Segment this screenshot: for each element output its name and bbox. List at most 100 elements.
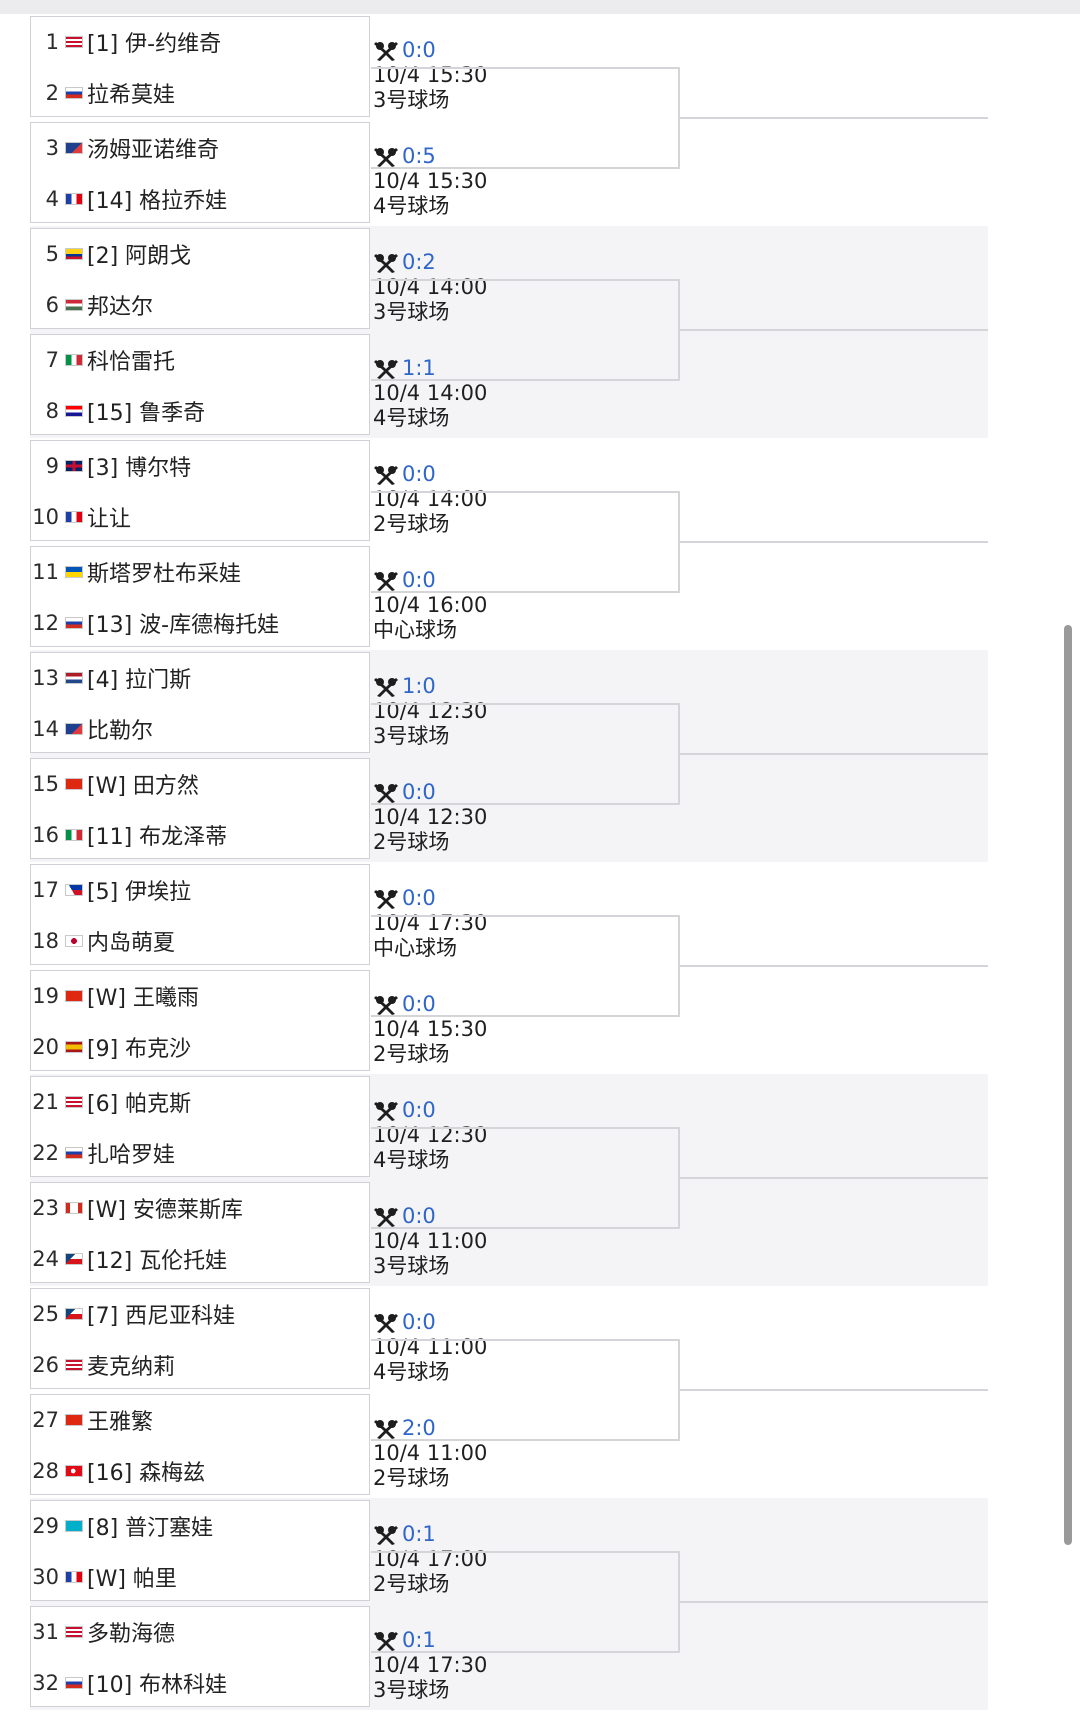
top-bar <box>0 0 1080 14</box>
bracket-connector <box>371 279 680 381</box>
player-row[interactable]: 12[13] 波-库德梅托娃 <box>31 598 371 648</box>
match-court: 中心球场 <box>373 618 457 642</box>
match-score[interactable]: 0:0 <box>373 992 673 1017</box>
score-value[interactable]: 0:0 <box>402 38 436 62</box>
match-court: 3号球场 <box>373 1678 450 1702</box>
player-row[interactable]: 32[10] 布林科娃 <box>31 1658 371 1708</box>
player-row[interactable]: 16[11] 布龙泽蒂 <box>31 810 371 860</box>
score-value[interactable]: 0:0 <box>402 1310 436 1334</box>
match-score[interactable]: 0:1 <box>373 1522 673 1547</box>
draw-position: 26 <box>32 1353 59 1377</box>
bracket-connector <box>371 67 680 169</box>
match-court: 2号球场 <box>373 1572 450 1596</box>
draw-position: 24 <box>32 1247 59 1271</box>
tennis-crossed-rackets-icon <box>373 464 399 486</box>
score-value[interactable]: 1:1 <box>402 356 436 380</box>
player-row[interactable]: 19[W] 王曦雨 <box>31 971 371 1021</box>
player-name: [13] 波-库德梅托娃 <box>87 613 280 638</box>
player-row[interactable]: 23[W] 安德莱斯库 <box>31 1183 371 1233</box>
player-row[interactable]: 1[1] 伊-约维奇 <box>31 17 371 67</box>
match-score[interactable]: 0:0 <box>373 1098 673 1123</box>
match-score[interactable]: 0:0 <box>373 886 673 911</box>
score-value[interactable]: 0:5 <box>402 144 436 168</box>
player-name: [1] 伊-约维奇 <box>87 32 222 57</box>
score-value[interactable]: 0:0 <box>402 1098 436 1122</box>
draw-position: 7 <box>45 348 59 372</box>
player-row[interactable]: 30[W] 帕里 <box>31 1552 371 1602</box>
match-score[interactable]: 0:0 <box>373 1204 673 1229</box>
score-value[interactable]: 0:1 <box>402 1522 436 1546</box>
match-score[interactable]: 0:5 <box>373 144 673 169</box>
match-score[interactable]: 0:0 <box>373 780 673 805</box>
player-row[interactable]: 9[3] 博尔特 <box>31 441 371 491</box>
player-row[interactable]: 5[2] 阿朗戈 <box>31 229 371 279</box>
player-row[interactable]: 21[6] 帕克斯 <box>31 1077 371 1127</box>
match-score[interactable]: 0:0 <box>373 38 673 63</box>
score-value[interactable]: 0:0 <box>402 886 436 910</box>
player-name: 斯塔罗杜布采娃 <box>87 562 242 587</box>
scrollbar-thumb[interactable] <box>1064 625 1072 1545</box>
score-value[interactable]: 0:1 <box>402 1628 436 1652</box>
player-row[interactable]: 24[12] 瓦伦托娃 <box>31 1234 371 1284</box>
match-score[interactable]: 0:0 <box>373 462 673 487</box>
score-value[interactable]: 0:0 <box>402 568 436 592</box>
match-court: 3号球场 <box>373 300 450 324</box>
player-row[interactable]: 29[8] 普汀塞娃 <box>31 1501 371 1551</box>
match-score[interactable]: 1:0 <box>373 674 673 699</box>
country-flag-icon <box>65 1626 83 1638</box>
player-row[interactable]: 25[7] 西尼亚科娃 <box>31 1289 371 1339</box>
player-row[interactable]: 13[4] 拉门斯 <box>31 653 371 703</box>
match-score[interactable]: 0:2 <box>373 250 673 275</box>
draw-position: 16 <box>32 823 59 847</box>
score-value[interactable]: 0:2 <box>402 250 436 274</box>
match-score[interactable]: 0:1 <box>373 1628 673 1653</box>
score-value[interactable]: 0:0 <box>402 1204 436 1228</box>
match-datetime: 10/4 15:30 <box>373 1017 488 1041</box>
score-value[interactable]: 0:0 <box>402 462 436 486</box>
match-score[interactable]: 0:0 <box>373 568 673 593</box>
player-row[interactable]: 8[15] 鲁季奇 <box>31 386 371 436</box>
score-value[interactable]: 0:0 <box>402 992 436 1016</box>
match-score[interactable]: 2:0 <box>373 1416 673 1441</box>
player-row[interactable]: 15[W] 田方然 <box>31 759 371 809</box>
score-value[interactable]: 2:0 <box>402 1416 436 1440</box>
match-score[interactable]: 1:1 <box>373 356 673 381</box>
score-value[interactable]: 1:0 <box>402 674 436 698</box>
match-court: 3号球场 <box>373 1254 450 1278</box>
player-row[interactable]: 4[14] 格拉乔娃 <box>31 174 371 224</box>
draw-position: 17 <box>32 878 59 902</box>
player-row[interactable]: 28[16] 森梅兹 <box>31 1446 371 1496</box>
score-value[interactable]: 0:0 <box>402 780 436 804</box>
player-row[interactable]: 17[5] 伊埃拉 <box>31 865 371 915</box>
player-row[interactable]: 20[9] 布克沙 <box>31 1022 371 1072</box>
match-score[interactable]: 0:0 <box>373 1310 673 1335</box>
